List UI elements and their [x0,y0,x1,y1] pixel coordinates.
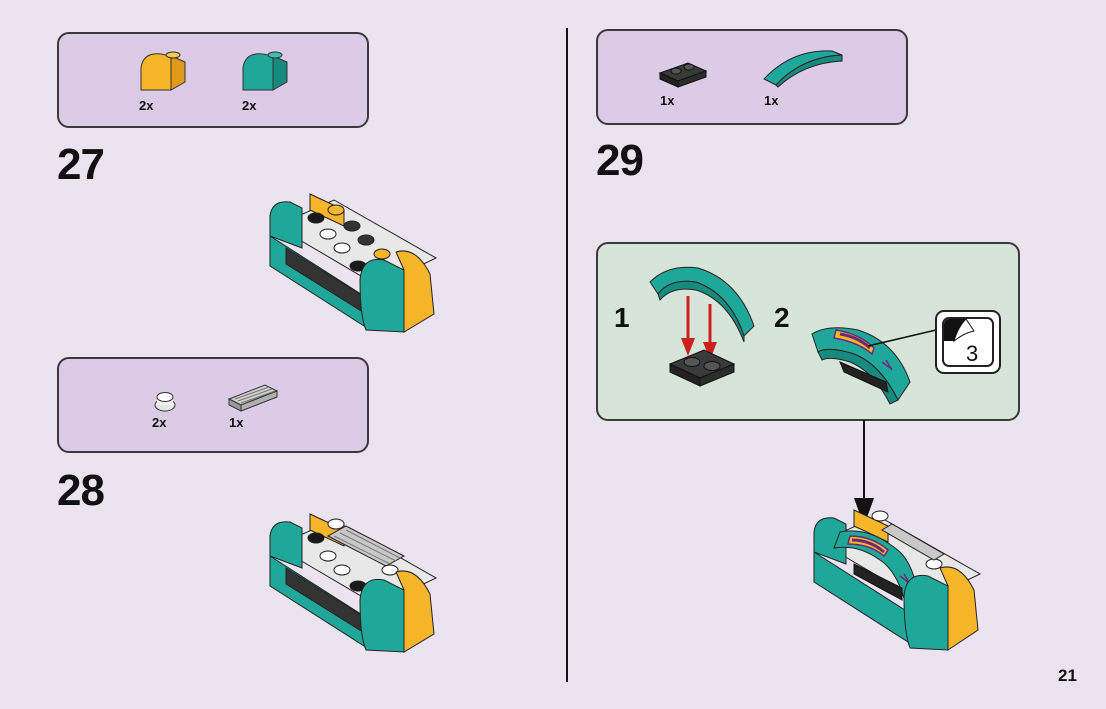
step28-assembly-illustration [269,513,438,653]
part-qty: 1x [660,93,675,108]
step-number: 29 [596,136,644,185]
step27-parts-box: 2x 2x [57,32,369,128]
step-number: 27 [57,140,105,189]
step29-parts-box: 1x 1x [596,29,908,125]
sticker-sheet-icon: 3 [942,317,994,367]
column-divider [566,28,568,682]
part-qty: 2x [242,98,257,113]
sticker-reference-box: 3 [935,310,1001,374]
step-number: 28 [57,466,105,515]
white-round-stud-icon [154,392,176,412]
substep1-arch-over-plate-illustration [649,266,755,387]
black-plate-icon [658,62,708,88]
part-qty: 1x [764,93,779,108]
substep2-arch-with-sticker-illustration [811,327,911,405]
sticker-leader-line [867,329,937,347]
part-qty: 2x [152,415,167,430]
substep-number: 1 [614,302,630,333]
orange-curved-slope-icon [140,51,186,91]
part-qty: 2x [139,98,154,113]
page-number: 21 [1058,666,1077,685]
callout-pointer-arrow [854,420,874,526]
substep-number: 2 [774,302,790,333]
step27-assembly-illustration [269,193,438,333]
step29-assembly-illustration [813,509,982,651]
teal-curved-slope-icon [242,51,288,91]
step28-parts-box: 2x 1x [57,357,369,453]
part-qty: 1x [229,415,244,430]
teal-curved-arch-icon [763,50,843,88]
grey-grille-tile-icon [227,384,279,412]
sticker-number: 3 [966,341,979,366]
